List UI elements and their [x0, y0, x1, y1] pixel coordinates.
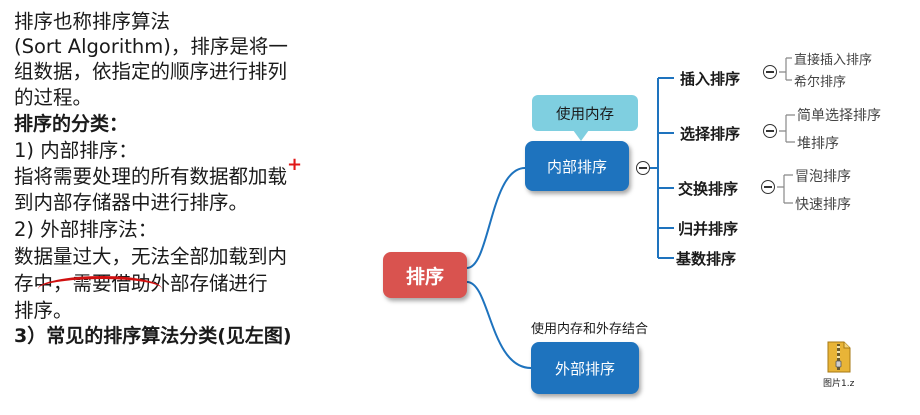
text-line: 1) 内部排序：: [14, 139, 138, 162]
leaf-quick-sort[interactable]: 快速排序: [795, 197, 851, 213]
category-merge-sort[interactable]: 归并排序: [678, 220, 739, 238]
text-line: 指将需要处理的所有数据都加载: [14, 165, 288, 188]
text-line: 数据量过大，无法全部加载到内: [14, 245, 288, 268]
collapse-icon[interactable]: [761, 180, 775, 194]
text-line: 组数据，依指定的顺序进行排列: [14, 60, 288, 83]
outer-note-label: 使用内存和外存结合: [531, 322, 649, 337]
collapse-icon[interactable]: [763, 65, 777, 79]
category-selection-sort[interactable]: 选择排序: [680, 125, 741, 143]
node-internal-sort[interactable]: 内部排序: [525, 141, 629, 191]
text-line: 2) 外部排序法：: [14, 218, 158, 241]
category-exchange-sort[interactable]: 交换排序: [678, 180, 739, 198]
text-line: 到内部存储器中进行排序。: [14, 191, 249, 214]
leaf-bubble-sort[interactable]: 冒泡排序: [795, 169, 851, 185]
connector-inner-spine: [650, 78, 659, 258]
connector-root-outer: [466, 281, 532, 369]
connector-sub-insert: [779, 57, 792, 81]
section-heading: 排序的分类：: [14, 113, 129, 135]
node-external-sort[interactable]: 外部排序: [531, 342, 639, 394]
text-line: (Sort Algorithm)，排序是将一: [14, 35, 288, 58]
connector-sub-select: [779, 114, 795, 143]
collapse-icon[interactable]: [763, 124, 777, 138]
category-insertion-sort[interactable]: 插入排序: [680, 70, 741, 88]
leaf-straight-insertion[interactable]: 直接插入排序: [794, 53, 873, 68]
leaf-shell-sort[interactable]: 希尔排序: [794, 75, 847, 90]
callout-tail: [573, 130, 589, 141]
text-line: 排序也称排序算法: [14, 10, 171, 33]
file-name-label: 图片1.z: [823, 379, 855, 389]
connector-sub-exchange: [777, 174, 793, 204]
plus-annotation-mark: +: [287, 154, 303, 175]
root-node-sort[interactable]: 排序: [383, 252, 467, 298]
text-line: 排序。: [14, 299, 73, 322]
zip-file-icon[interactable]: [826, 341, 852, 373]
text-line: 的过程。: [14, 86, 93, 109]
leaf-heap-sort[interactable]: 堆排序: [797, 136, 839, 152]
callout-use-memory: 使用内存: [532, 95, 638, 131]
section-heading: 3）常见的排序算法分类(见左图): [14, 325, 292, 347]
collapse-icon[interactable]: [636, 161, 650, 175]
connector-root-inner: [466, 167, 526, 269]
red-underline-annotation: [38, 276, 162, 291]
leaf-simple-selection[interactable]: 简单选择排序: [797, 108, 881, 124]
category-radix-sort[interactable]: 基数排序: [676, 250, 737, 268]
